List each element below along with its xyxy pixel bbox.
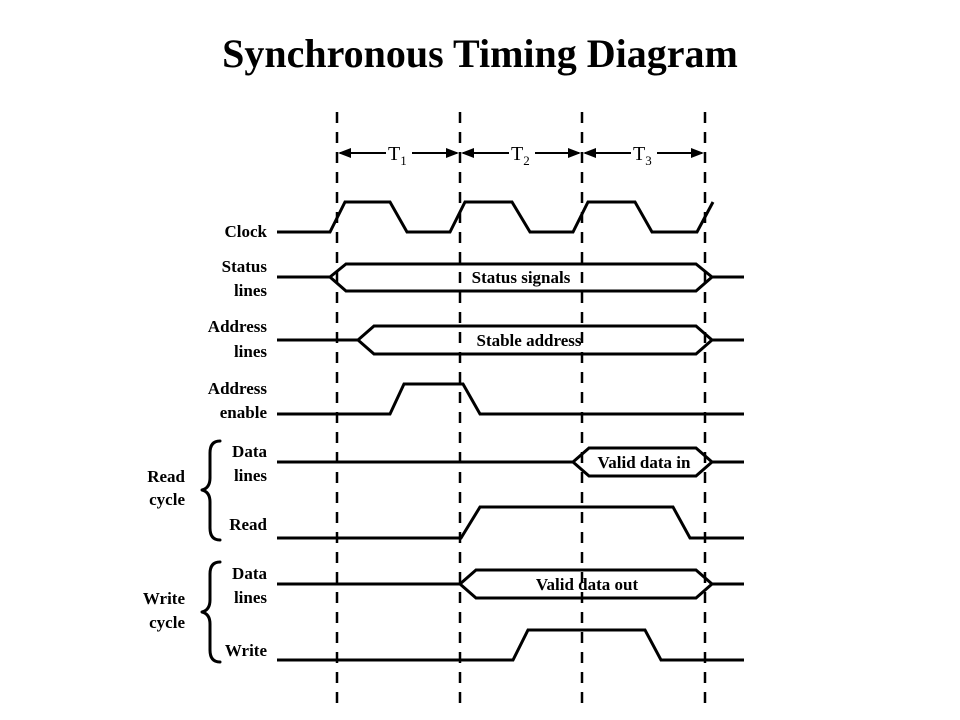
address-lines-signal: Address lines Stable address [208, 317, 744, 361]
write-cycle-label-line1: Write [143, 589, 186, 608]
clock-label: Clock [225, 222, 268, 241]
read-data-lines-label-line1: Data [232, 442, 267, 461]
write-data-lines-label-line2: lines [234, 588, 267, 607]
period-label-t2: T2 [511, 143, 530, 168]
period-label-t3: T3 [633, 143, 652, 168]
write-signal: Write [225, 628, 744, 662]
read-waveform [277, 505, 744, 540]
page-title: Synchronous Timing Diagram [222, 31, 738, 76]
arrow-head-left [338, 148, 351, 158]
read-cycle-brace-icon [200, 439, 222, 542]
write-data-lines-label-line1: Data [232, 564, 267, 583]
address-lines-bus-text: Stable address [476, 331, 581, 350]
write-label: Write [225, 641, 268, 660]
address-enable-signal: Address enable [208, 379, 744, 422]
address-enable-label-line1: Address [208, 379, 268, 398]
address-enable-waveform [277, 382, 744, 416]
arrow-head-right [691, 148, 704, 158]
read-data-lines-signal: Data lines Valid data in [232, 442, 744, 485]
address-enable-label-line2: enable [220, 403, 268, 422]
status-lines-bus-text: Status signals [472, 268, 571, 287]
period-arrow-t1: T1 [338, 143, 459, 168]
write-cycle-label-line2: cycle [149, 613, 185, 632]
clock-waveform [277, 200, 715, 234]
arrow-head-right [446, 148, 459, 158]
write-data-lines-bus-text: Valid data out [536, 575, 639, 594]
status-lines-label-line2: lines [234, 281, 267, 300]
period-arrow-t2: T2 [461, 143, 581, 168]
arrow-head-right [568, 148, 581, 158]
write-cycle-group: Write cycle [143, 560, 222, 664]
clock-signal: Clock [225, 200, 715, 241]
period-label-t1: T1 [388, 143, 407, 168]
address-lines-label-line1: Address [208, 317, 268, 336]
write-data-lines-signal: Data lines Valid data out [232, 564, 744, 607]
status-lines-label-line1: Status [222, 257, 268, 276]
status-lines-signal: Status lines Status signals [222, 257, 744, 300]
arrow-head-left [583, 148, 596, 158]
read-cycle-label-line2: cycle [149, 490, 185, 509]
read-signal: Read [229, 505, 744, 540]
read-data-lines-bus-text: Valid data in [598, 453, 691, 472]
write-waveform [277, 628, 744, 662]
read-cycle-group: Read cycle [147, 439, 222, 542]
address-lines-label-line2: lines [234, 342, 267, 361]
period-arrows: T1 T2 T3 [338, 143, 704, 168]
period-arrow-t3: T3 [583, 143, 704, 168]
read-label: Read [229, 515, 267, 534]
read-data-lines-label-line2: lines [234, 466, 267, 485]
arrow-head-left [461, 148, 474, 158]
write-cycle-brace-icon [200, 560, 222, 664]
read-cycle-label-line1: Read [147, 467, 185, 486]
